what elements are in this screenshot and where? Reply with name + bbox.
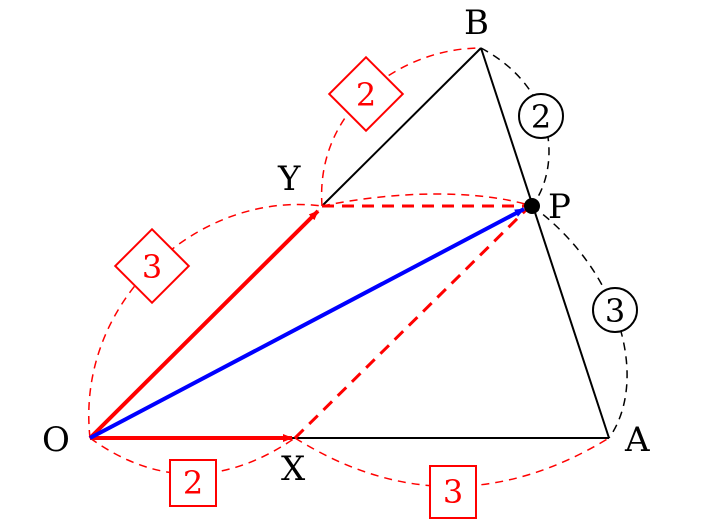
ratio-diamond-yb: 2 — [327, 55, 405, 133]
arc-bp — [480, 47, 550, 207]
ratio-text-bp: 2 — [531, 98, 551, 136]
vector-oy — [88, 209, 320, 440]
ratio-text-pa: 3 — [605, 292, 625, 330]
segment-ob-upper — [321, 47, 482, 207]
label-o: O — [42, 420, 70, 460]
label-b: B — [464, 3, 489, 43]
ratio-box-ox: 2 — [169, 459, 217, 507]
ratio-box-xa: 3 — [429, 465, 477, 519]
label-a: A — [624, 420, 650, 460]
ratio-text-yb: 2 — [356, 76, 376, 114]
ratio-circle-pa: 3 — [592, 287, 638, 333]
arc-ox — [89, 437, 296, 475]
vector-op — [89, 207, 525, 440]
arc-oy — [88, 203, 323, 439]
point-p-dot — [524, 198, 540, 214]
label-p: P — [548, 187, 571, 227]
label-x: X — [281, 449, 306, 489]
ratio-text-ox: 2 — [183, 464, 203, 502]
ratio-text-oy: 3 — [142, 248, 162, 286]
arc-pa — [531, 205, 628, 439]
arc-yp — [321, 193, 533, 207]
ratio-text-xa: 3 — [443, 473, 463, 511]
ratio-diamond-oy: 3 — [113, 227, 191, 305]
segment-ab — [480, 47, 610, 439]
ratio-circle-bp: 2 — [518, 93, 564, 139]
label-y: Y — [277, 159, 301, 199]
dashed-xp — [293, 206, 530, 440]
arc-xa — [294, 437, 610, 488]
